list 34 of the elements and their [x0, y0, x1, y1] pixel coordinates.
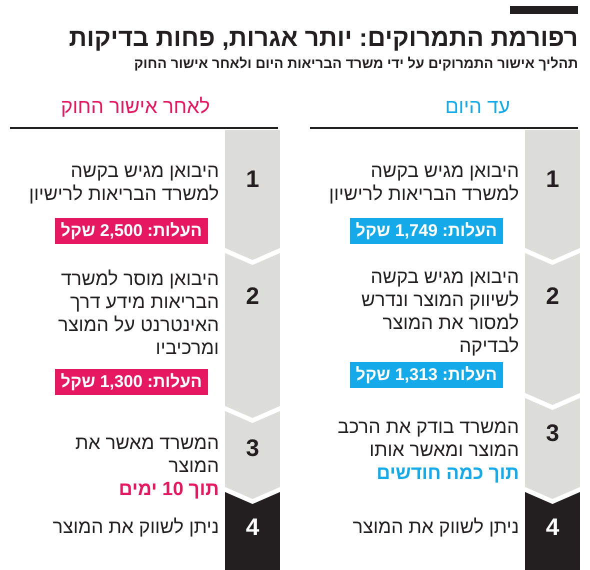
step-number: 3: [244, 435, 260, 463]
step-panel: [225, 130, 280, 260]
step-description: היבואן מגיש בקשה למשרד הבריאות לרישיון: [28, 160, 219, 206]
step-number: 4: [244, 514, 260, 542]
cost-tag: העלות: 1,749 שקל: [350, 218, 503, 244]
step-description: המשרד בודק את הרכב המוצר ומאשר אותו: [336, 416, 519, 462]
step-description: המשרד מאשר את המוצר: [74, 432, 219, 478]
cost-tag: העלות: 2,500 שקל: [54, 218, 208, 244]
duration-text: תוך כמה חודשים: [376, 462, 519, 485]
step-panel: [525, 130, 580, 260]
subtitle: תהליך אישור התמרוקים על ידי משרד הבריאות היום ולאחר אישור החוק: [133, 54, 578, 72]
step-description: ניתן לשווק את המוצר: [52, 516, 219, 539]
step-description: ניתן לשווק את המוצר: [352, 516, 519, 539]
column-heading: עד היום: [444, 95, 510, 120]
step-description: היבואן מגיש בקשה לשיווק המוצר ונדרש למסור את המוצר לבדיקה: [360, 266, 519, 358]
step-description: היבואן מגיש בקשה למשרד הבריאות לרישיון: [328, 160, 519, 206]
step-number: 1: [244, 166, 260, 194]
cost-tag: העלות: 1,313 שקל: [350, 362, 503, 388]
step-panel: [225, 253, 280, 418]
step-panel: [525, 398, 580, 499]
cost-tag: העלות: 1,300 שקל: [54, 369, 208, 395]
step-panel: [525, 492, 580, 570]
step-panel: [225, 492, 280, 570]
step-number: 3: [544, 420, 560, 448]
title: רפורמת התמרוקים: יותר אגרות, פחות בדיקות: [68, 23, 578, 54]
step-description: היבואן מוסר למשרד הבריאות מידע דרך האינטרנט על המוצר ומרכיביו: [57, 268, 219, 360]
duration-text: תוך 10 ימים: [118, 478, 219, 501]
step-panel: [225, 411, 280, 499]
step-number: 1: [544, 166, 560, 194]
step-panel: [525, 253, 580, 405]
step-number: 2: [544, 283, 560, 311]
step-number: 2: [244, 283, 260, 311]
column-heading: לאחר אישור החוק: [60, 95, 210, 120]
step-number: 4: [544, 514, 560, 542]
